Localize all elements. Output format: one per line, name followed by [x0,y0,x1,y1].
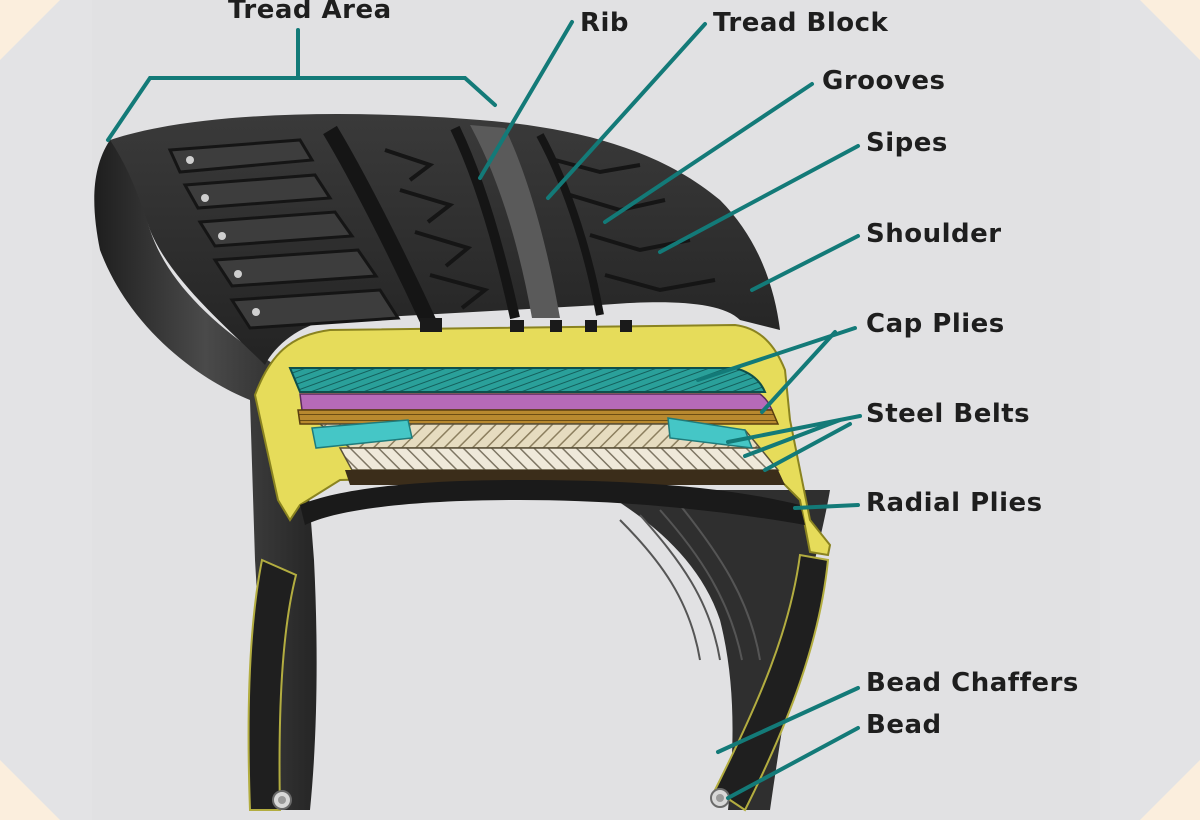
label-cap-plies: Cap Plies [866,309,1005,339]
tread-groove-notches [420,318,632,332]
label-bead: Bead [866,710,942,740]
tread-blocks-left [167,138,401,330]
leader-bead-chaffers [716,686,860,754]
left-sidewall-section [247,558,298,811]
cap-ply-secondary [299,393,774,411]
leader-rib [478,20,574,180]
steel-belt-2 [338,447,780,471]
label-rib: Rib [580,8,630,38]
label-steel-belts: Steel Belts [866,399,1031,429]
leader-steel-belts-2 [743,418,842,458]
leader-grooves [603,82,814,224]
leader-steel-belts-3 [763,422,852,472]
circumferential-groove-1 [323,125,438,329]
radial-ply-band [297,409,780,425]
rib-surface [470,125,560,318]
label-grooves: Grooves [822,66,946,96]
label-bead-chaffers: Bead Chaffers [866,668,1079,698]
leader-bead [726,726,860,800]
label-radial-plies: Radial Plies [866,488,1043,518]
leader-radial-plies [793,503,860,510]
circumferential-groove-2 [450,125,520,320]
right-sidewall-section [713,553,830,812]
label-sipes: Sipes [866,128,948,158]
leader-shoulder [750,234,860,292]
right-sidewall-ribs [619,504,761,661]
circumferential-groove-3 [536,133,604,316]
inner-carcass [300,480,805,525]
leader-tread-block [546,22,707,200]
bead-left [272,790,292,810]
tread-block-holes [186,156,260,316]
bead-right [710,788,730,808]
leader-tread-area [106,76,497,142]
cap-ply-layer [288,367,767,393]
leader-lines [106,20,862,800]
belt-edge [345,470,785,485]
label-tread-area: Tread Area [228,0,392,25]
label-shoulder: Shoulder [866,219,1002,249]
leader-sipes [658,144,860,254]
leader-cap-plies-2 [760,330,837,414]
cap-ply-edge-left [311,419,413,449]
label-tread-block: Tread Block [713,8,889,38]
